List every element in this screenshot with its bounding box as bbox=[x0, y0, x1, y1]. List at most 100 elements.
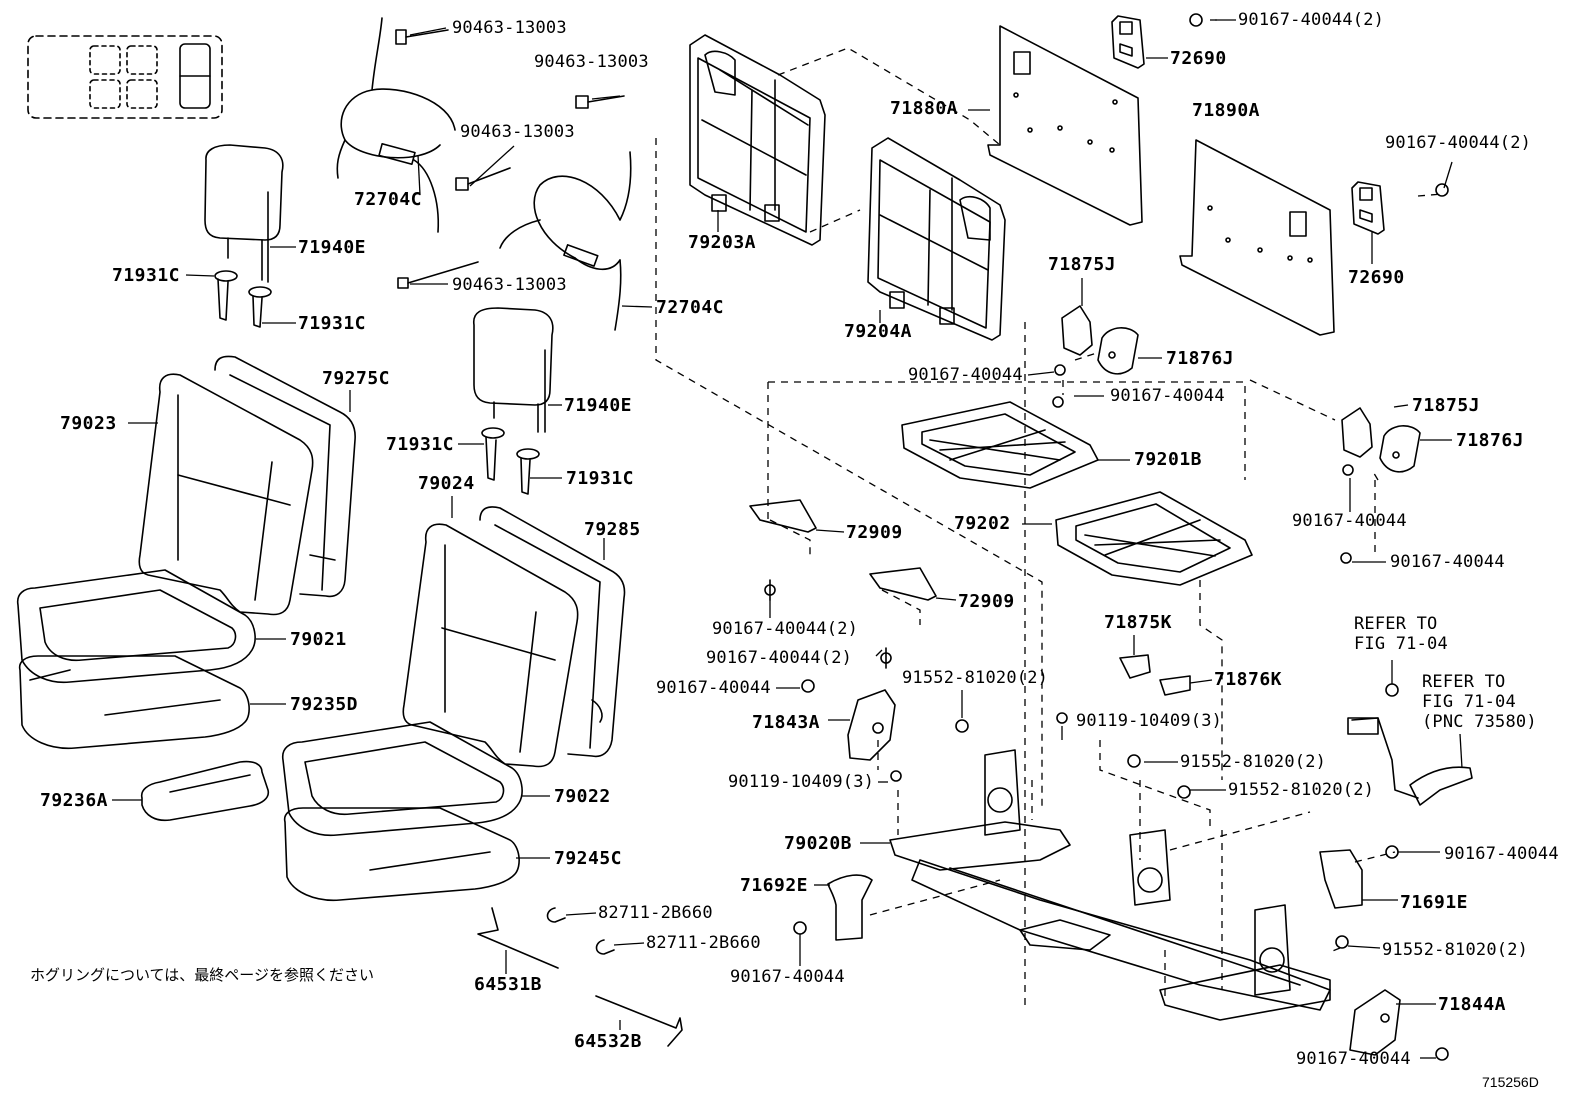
part-label-90167-40044: 90167-40044 bbox=[1444, 844, 1559, 864]
part-label-82711-2b660: 82711-2B660 bbox=[646, 933, 761, 953]
hinge-cover-upper-icon bbox=[1052, 305, 1139, 408]
bracket-71844a-icon bbox=[1349, 989, 1449, 1061]
hinge-cover-lower-icon bbox=[1340, 407, 1421, 564]
part-label-79275c: 79275C bbox=[322, 368, 391, 389]
part-label-71875j: 71875J bbox=[1048, 254, 1117, 275]
wire-64531b-icon bbox=[477, 907, 559, 969]
part-label-79203a: 79203A bbox=[688, 232, 757, 253]
part-label-72690: 72690 bbox=[1170, 48, 1227, 69]
part-label-90167-40044: 90167-40044 bbox=[656, 678, 771, 698]
part-label-79204a: 79204A bbox=[844, 321, 913, 342]
part-label-79020b: 79020B bbox=[784, 833, 853, 854]
part-label-71931c: 71931C bbox=[566, 468, 635, 489]
part-label-71940e: 71940E bbox=[564, 395, 633, 416]
part-label-72704c: 72704C bbox=[354, 189, 423, 210]
part-label-71931c: 71931C bbox=[298, 313, 367, 334]
part-label-64531b: 64531B bbox=[474, 974, 543, 995]
part-label-90463-13003: 90463-13003 bbox=[452, 275, 567, 295]
seatback-frame-left-icon bbox=[689, 34, 826, 246]
part-label-71931c: 71931C bbox=[386, 434, 455, 455]
part-label-79022: 79022 bbox=[554, 786, 611, 807]
hog-ring-icon bbox=[546, 907, 615, 955]
back-board-71880a-icon bbox=[987, 25, 1143, 226]
seat-cable-upper-icon bbox=[336, 17, 511, 233]
seat-back-right-icon bbox=[402, 506, 626, 768]
cushion-frame-79202-icon bbox=[1055, 491, 1253, 586]
seat-belt-buckle-icon bbox=[1347, 683, 1473, 806]
part-label-91552-81020-qty2: 91552-81020(2) bbox=[1180, 752, 1327, 772]
part-label-79021: 79021 bbox=[290, 629, 347, 650]
part-label-71876j: 71876J bbox=[1456, 430, 1525, 451]
part-label-91552-81020-qty2: 91552-81020(2) bbox=[902, 668, 1049, 688]
part-label-64532b: 64532B bbox=[574, 1031, 643, 1052]
hog-ring-note: ホグリングについては、最終ページを参照ください bbox=[30, 966, 374, 984]
part-label-79235d: 79235D bbox=[290, 694, 359, 715]
part-label-79024: 79024 bbox=[418, 473, 475, 494]
part-label-90167-40044: 90167-40044 bbox=[730, 967, 845, 987]
part-label-72704c: 72704C bbox=[656, 297, 725, 318]
bracket-71843a-icon bbox=[801, 679, 1191, 799]
part-label-72690: 72690 bbox=[1348, 267, 1405, 288]
seat-rail-assembly-icon bbox=[889, 749, 1331, 1021]
part-label-71876j: 71876J bbox=[1166, 348, 1235, 369]
part-label-91552-81020-qty2: 91552-81020(2) bbox=[1382, 940, 1529, 960]
refer-line: REFER TO bbox=[1422, 672, 1506, 692]
part-label-90167-40044-qty2: 90167-40044(2) bbox=[706, 648, 853, 668]
part-label-71875j: 71875J bbox=[1412, 395, 1481, 416]
part-label-79201b: 79201B bbox=[1134, 449, 1203, 470]
part-label-90463-13003: 90463-13003 bbox=[534, 52, 649, 72]
refer-line: FIG 71-04 bbox=[1354, 634, 1448, 654]
part-label-72909: 72909 bbox=[846, 522, 903, 543]
seat-cushion-left-icon bbox=[16, 569, 256, 684]
headrest-left-icon bbox=[204, 144, 284, 328]
seat-cushion-right-icon bbox=[281, 721, 523, 837]
refer-to-note-1: REFER TO FIG 71-04 bbox=[1354, 614, 1448, 654]
part-label-71844a: 71844A bbox=[1438, 994, 1507, 1015]
part-label-90463-13003: 90463-13003 bbox=[452, 18, 567, 38]
part-label-79202: 79202 bbox=[954, 513, 1011, 534]
part-label-71692e: 71692E bbox=[740, 875, 809, 896]
part-label-90167-40044-qty2: 90167-40044(2) bbox=[712, 619, 859, 639]
part-label-79023: 79023 bbox=[60, 413, 117, 434]
part-label-90167-40044: 90167-40044 bbox=[1390, 552, 1505, 572]
cushion-pad-left-icon bbox=[18, 655, 250, 750]
armrest-cover-icon bbox=[140, 760, 270, 822]
part-label-71691e: 71691E bbox=[1400, 892, 1469, 913]
cushion-pad-right-icon bbox=[283, 807, 520, 902]
back-board-71890a-icon bbox=[1179, 139, 1335, 336]
part-label-91552-81020-qty2: 91552-81020(2) bbox=[1228, 780, 1375, 800]
part-label-90167-40044-qty2: 90167-40044(2) bbox=[1238, 10, 1385, 30]
part-label-71843a: 71843A bbox=[752, 712, 821, 733]
part-label-90119-10409-qty3: 90119-10409(3) bbox=[1076, 711, 1223, 731]
part-label-90167-40044-qty2: 90167-40044(2) bbox=[1385, 133, 1532, 153]
latch-72690-lower-icon bbox=[1351, 181, 1449, 235]
part-label-90167-40044: 90167-40044 bbox=[908, 365, 1023, 385]
part-label-90167-40044: 90167-40044 bbox=[1296, 1049, 1411, 1069]
assembly-guide-lines bbox=[655, 19, 1443, 1010]
part-label-90167-40044: 90167-40044 bbox=[1292, 511, 1407, 531]
part-label-82711-2b660: 82711-2B660 bbox=[598, 903, 713, 923]
headrest-right-icon bbox=[473, 307, 554, 495]
seatback-frame-right-icon bbox=[867, 137, 1006, 341]
part-label-71876k: 71876K bbox=[1214, 669, 1283, 690]
part-label-90119-10409-qty3: 90119-10409(3) bbox=[728, 772, 875, 792]
latch-72690-upper-icon bbox=[1111, 13, 1203, 69]
leader-lines bbox=[112, 19, 1463, 1059]
refer-line: FIG 71-04 bbox=[1422, 692, 1516, 712]
part-label-79236a: 79236A bbox=[40, 790, 109, 811]
part-label-71931c: 71931C bbox=[112, 265, 181, 286]
part-label-90463-13003: 90463-13003 bbox=[460, 122, 575, 142]
cushion-frame-79201b-icon bbox=[901, 401, 1099, 489]
seat-cable-lower-icon bbox=[397, 95, 632, 331]
figure-code: 715256D bbox=[1482, 1074, 1539, 1090]
wire-64532b-icon bbox=[595, 995, 683, 1047]
part-label-79245c: 79245C bbox=[554, 848, 623, 869]
part-label-71880a: 71880A bbox=[890, 98, 959, 119]
part-label-71890a: 71890A bbox=[1192, 100, 1261, 121]
cover-71875k-71876k-icon bbox=[1119, 654, 1191, 696]
refer-line: REFER TO bbox=[1354, 614, 1438, 634]
seat-layout-key-icon bbox=[27, 35, 223, 119]
seat-back-left-icon bbox=[138, 355, 356, 616]
cover-72909-b-icon bbox=[869, 567, 937, 669]
